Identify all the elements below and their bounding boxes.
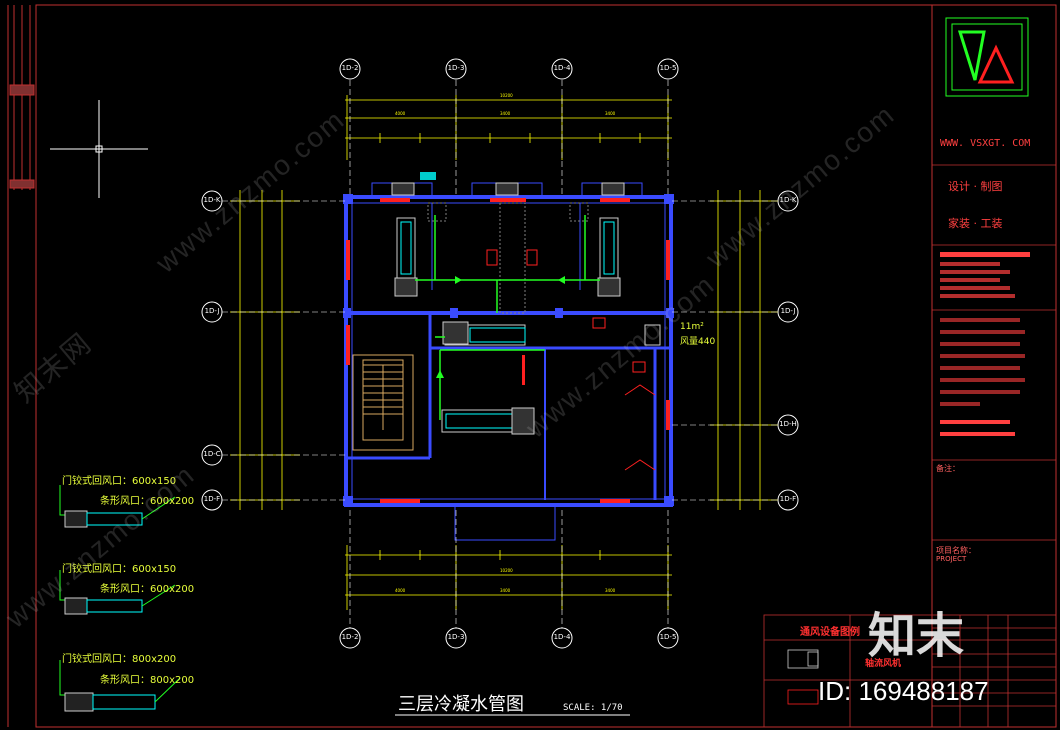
dimension-text: 10200 4000 3400 3400 10200 4000 3400 3400 — [395, 93, 616, 593]
sheet-border — [35, 4, 1057, 728]
grid-lines — [222, 80, 778, 628]
grid-label-right-2: 1D-J — [780, 307, 796, 315]
grid-label-right-4: 1D-F — [779, 495, 797, 503]
grid-label-top-2: 1D-3 — [447, 64, 465, 72]
title-block-rows — [932, 164, 1056, 541]
legend-return-label-3: 门铰式回风口：800x200 — [62, 654, 177, 665]
title-block-notes-label: 备注： — [936, 464, 960, 473]
room-airflow-label: 风量440 — [680, 337, 716, 347]
drawing-scale: SCALE: 1/70 — [563, 703, 623, 713]
staircase — [352, 354, 414, 451]
grid-label-bottom-1: 1D-2 — [341, 633, 359, 641]
riser-marker — [420, 172, 436, 180]
dimension-lines — [239, 99, 761, 596]
legend-return-label-1: 门铰式回风口：600x150 — [62, 476, 177, 487]
title-block-slogan-design: 设计 · 制图 — [948, 180, 1003, 193]
grid-label-bottom-2: 1D-3 — [447, 633, 465, 641]
equipment-table-title: 通风设备图例 — [800, 627, 860, 638]
window-markers — [346, 198, 670, 503]
title-block-website: WWW. VSXGT. COM — [940, 138, 1031, 149]
svg-text:3400: 3400 — [605, 111, 616, 116]
binding-strip — [7, 5, 35, 727]
grid-label-left-1: 1D-K — [203, 196, 221, 204]
equipment-markers — [486, 249, 656, 471]
grid-label-bottom-4: 1D-5 — [659, 633, 677, 641]
title-block-logo — [945, 17, 1029, 97]
svg-text:4000: 4000 — [395, 111, 406, 116]
svg-text:10200: 10200 — [500, 93, 513, 98]
drawing-title: 三层冷凝水管图 — [398, 694, 524, 715]
duct-shaft — [427, 202, 589, 314]
title-block-slogan-decoration: 家装 · 工装 — [948, 217, 1003, 230]
svg-text:3400: 3400 — [500, 588, 511, 593]
svg-text:4000: 4000 — [395, 588, 406, 593]
legend-graphics — [59, 485, 181, 712]
legend-supply-label-3: 条形风口：800x200 — [100, 675, 195, 686]
title-block-text-lines — [940, 252, 1030, 436]
grid-label-top-4: 1D-5 — [659, 64, 677, 72]
condensate-pipes — [415, 215, 600, 420]
grid-label-left-2: 1D-J — [204, 307, 220, 315]
legend-supply-label-2: 条形风口：600x200 — [100, 584, 195, 595]
room-area-label: 11m² — [680, 322, 704, 332]
fan-coil-units — [391, 182, 625, 435]
svg-text:10200: 10200 — [500, 568, 513, 573]
svg-text:3400: 3400 — [605, 588, 616, 593]
watermark-id: ID: 169488187 — [818, 676, 989, 706]
watermark-logo: 知末 — [868, 608, 965, 664]
columns — [343, 194, 674, 506]
equipment-fan-label: 轴流风机 — [865, 659, 902, 669]
room-fan — [644, 324, 661, 346]
grid-label-left-4: 1D-F — [203, 495, 221, 503]
grid-label-top-3: 1D-4 — [553, 64, 571, 72]
svg-text:3400: 3400 — [500, 111, 511, 116]
flow-arrows — [436, 276, 565, 378]
grid-label-right-3: 1D-H — [779, 420, 797, 428]
legend-supply-label-1: 条形风口：600x200 — [100, 496, 195, 507]
grid-label-right-1: 1D-K — [779, 196, 797, 204]
grid-label-bottom-3: 1D-4 — [553, 633, 571, 641]
grid-label-left-3: 1D-C — [203, 450, 221, 458]
equipment-table — [763, 614, 1057, 728]
grid-label-top-1: 1D-2 — [341, 64, 359, 72]
title-block-project-label: 项目名称： — [936, 546, 976, 555]
crosshair-cursor — [50, 100, 148, 198]
legend-return-label-2: 门铰式回风口：600x150 — [62, 564, 177, 575]
title-block-project-en: PROJECT — [936, 555, 967, 563]
